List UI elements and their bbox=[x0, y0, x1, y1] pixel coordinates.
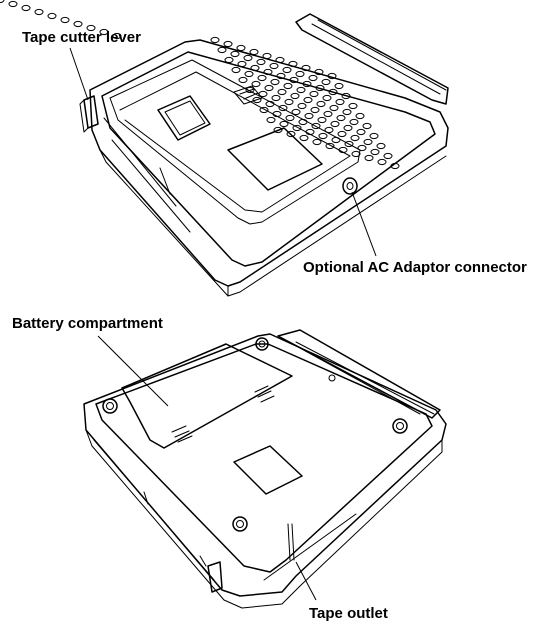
keyboard-keys bbox=[0, 0, 400, 170]
battery-compartment-label: Battery compartment bbox=[12, 315, 163, 332]
ac-adaptor-connector-leader bbox=[351, 191, 377, 257]
device-top-view bbox=[0, 0, 449, 297]
ac-adaptor-connector-label: Optional AC Adaptor connector bbox=[303, 259, 527, 276]
tape-outlet-label: Tape outlet bbox=[309, 605, 388, 622]
tape-cutter-lever-label: Tape cutter lever bbox=[22, 29, 141, 46]
device-bottom-view bbox=[83, 329, 447, 609]
battery-compartment-leader bbox=[97, 335, 169, 407]
tape-outlet-leader bbox=[295, 561, 317, 601]
tape-cutter-lever-leader bbox=[69, 47, 89, 101]
